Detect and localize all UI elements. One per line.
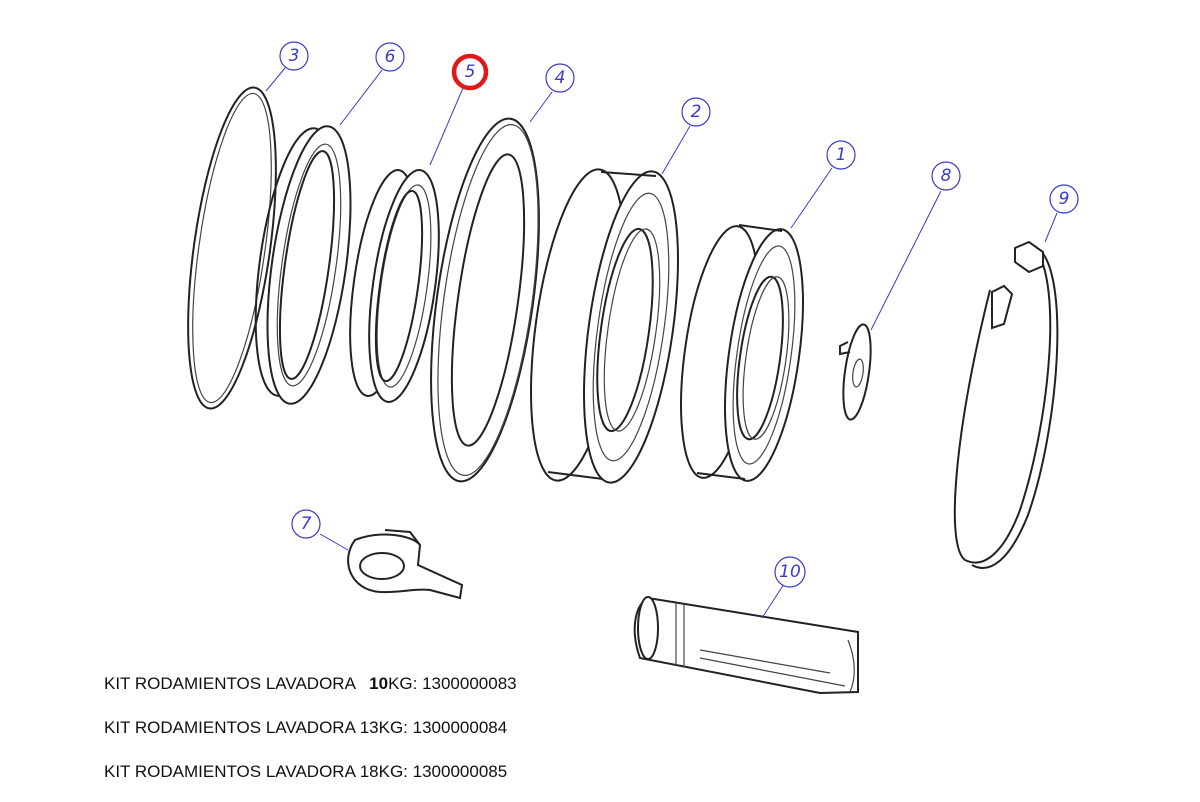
svg-text:3: 3 [289, 46, 300, 66]
callout-1: 1 [826, 140, 856, 170]
callout-7: 7 [291, 509, 321, 539]
kit-line-10kg: KIT RODAMIENTOS LAVADORA 10KG: 130000008… [104, 670, 517, 714]
svg-text:6: 6 [385, 47, 396, 67]
svg-text:10: 10 [779, 562, 801, 582]
kit-suffix: KG: 1300000084 [378, 718, 508, 737]
callout-6: 6 [375, 42, 405, 72]
svg-text:1: 1 [836, 145, 847, 165]
svg-text:4: 4 [555, 68, 566, 88]
svg-text:8: 8 [941, 166, 952, 186]
callout-5: 5 [451, 53, 489, 91]
part-6-seal [254, 125, 352, 405]
part-5-seal [349, 169, 440, 403]
part-10-sleeve [633, 596, 859, 695]
kit-prefix: KIT RODAMIENTOS LAVADORA [104, 762, 360, 781]
kit-kg: 18 [359, 762, 379, 781]
svg-text:7: 7 [301, 514, 312, 534]
part-8-tab-washer [839, 323, 872, 421]
part-2-large-bearing [530, 168, 679, 484]
kit-prefix: KIT RODAMIENTOS LAVADORA [104, 718, 360, 737]
kit-suffix: KG: 1300000085 [378, 762, 508, 781]
leader-lines [265, 67, 1058, 619]
callout-3: 3 [279, 41, 309, 71]
callout-8: 8 [931, 161, 961, 191]
part-3-o-ring [187, 86, 277, 410]
kit-line-13kg: KIT RODAMIENTOS LAVADORA 13KG: 130000008… [104, 714, 517, 758]
kit-kg: 13 [359, 718, 379, 737]
part-1-small-bearing [680, 224, 804, 482]
callout-9: 9 [1049, 184, 1079, 214]
kit-kg: 10 [369, 674, 389, 693]
svg-text:5: 5 [465, 62, 476, 82]
kit-prefix: KIT RODAMIENTOS LAVADORA [104, 674, 370, 693]
kit-list: KIT RODAMIENTOS LAVADORA 10KG: 130000008… [104, 670, 517, 802]
callout-10: 10 [774, 556, 806, 588]
kit-line-18kg: KIT RODAMIENTOS LAVADORA 18KG: 130000008… [104, 758, 517, 802]
part-9-circlip [953, 240, 1059, 569]
kit-suffix: KG: 1300000083 [388, 674, 517, 693]
svg-text:9: 9 [1059, 189, 1070, 209]
callout-4: 4 [545, 63, 575, 93]
svg-text:2: 2 [691, 102, 702, 122]
part-4-washer [430, 117, 540, 483]
callout-2: 2 [681, 97, 711, 127]
part-7-lock-washer [347, 529, 464, 600]
